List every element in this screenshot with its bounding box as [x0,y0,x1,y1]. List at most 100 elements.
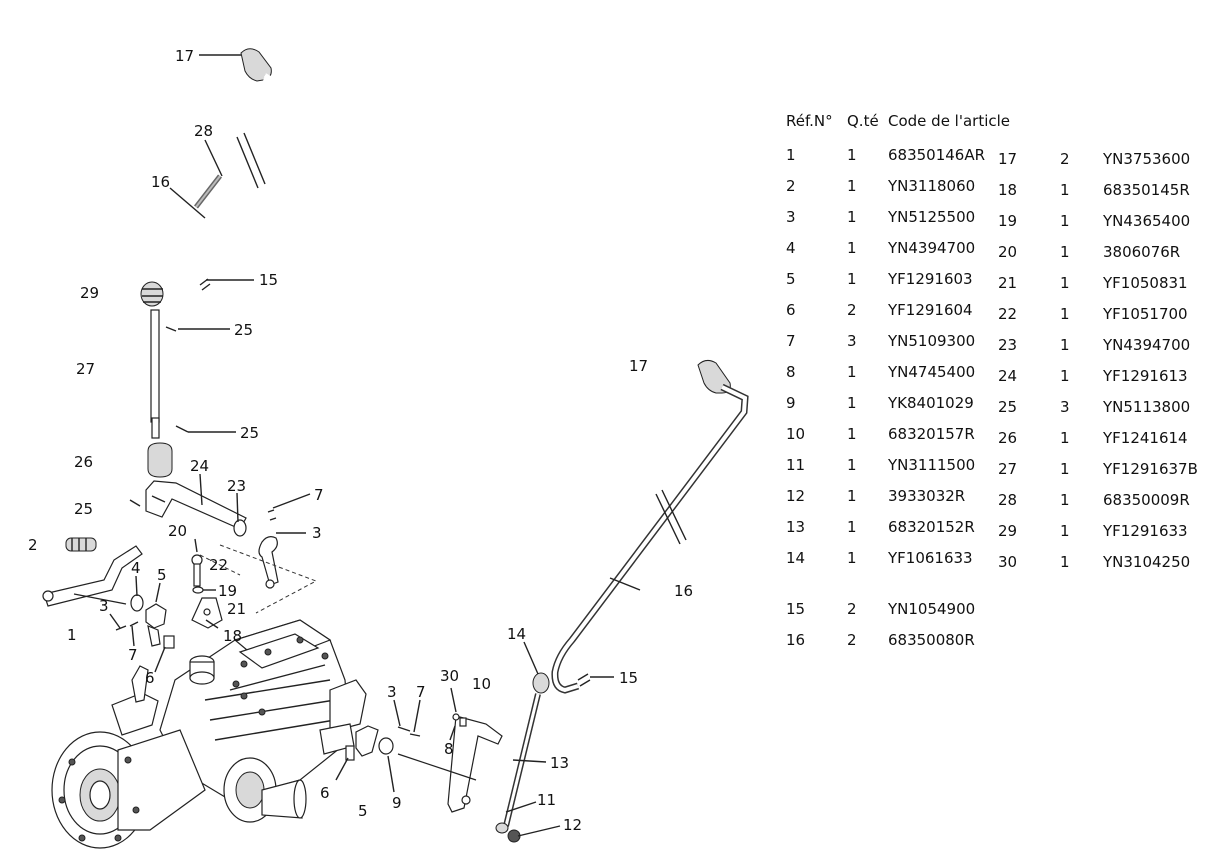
callout-25: 25 [240,424,259,442]
table-cell-ref: 23 [998,336,1018,354]
callout-13: 13 [550,754,569,772]
table-cell-ref: 8 [786,363,796,381]
table-cell-ref: 12 [786,487,806,505]
table-cell-qty: 1 [1060,274,1070,292]
callout-18: 18 [223,627,242,645]
callout-12: 12 [563,816,582,834]
table-cell-code: YF1051700 [1103,305,1188,323]
table-cell-code: YF1291613 [1103,367,1188,385]
table-cell-qty: 1 [847,208,857,226]
callout-7: 7 [314,486,324,504]
table-cell-qty: 1 [847,487,857,505]
callout-7: 7 [128,646,138,664]
table-cell-code: YN1054900 [888,600,976,618]
callout-7: 7 [416,683,426,701]
table-cell-ref: 13 [786,518,806,536]
table-cell-code: 68350080R [888,631,975,649]
callout-16: 16 [151,173,170,191]
table-cell-ref: 2 [786,177,796,195]
table-cell-qty: 3 [847,332,857,350]
callout-6: 6 [320,784,330,802]
callout-5: 5 [358,802,368,820]
lower-shift-lever [551,359,749,694]
table-cell-code: YF1061633 [888,549,973,567]
table-cell-ref: 5 [786,270,796,288]
table-cell-qty: 1 [847,425,857,443]
header-qty: Q.té [847,112,879,130]
table-cell-ref: 29 [998,522,1018,540]
callout-8: 8 [444,740,454,758]
table-cell-code: 68350146AR [888,146,986,164]
table-cell-qty: 2 [847,600,857,618]
table-cell-code: YK8401029 [888,394,974,412]
callout-10: 10 [472,675,491,693]
callout-11: 11 [537,791,556,809]
table-cell-qty: 1 [1060,522,1070,540]
callout-labels: 17 28 16 15 29 25 27 25 26 24 23 7 25 3 … [28,47,693,834]
callout-3: 3 [387,683,397,701]
leader-lines [109,54,641,837]
table-cell-qty: 1 [847,394,857,412]
table-cell-ref: 6 [786,301,796,319]
table-cell-qty: 1 [1060,336,1070,354]
table-cell-code: YN4365400 [1103,212,1191,230]
upper-linkage-parts [129,281,318,614]
gearbox-housing [51,619,367,849]
table-cell-code: YN3118060 [888,177,976,195]
table-cell-ref: 20 [998,243,1018,261]
table-cell-code: YN5125500 [888,208,976,226]
table-cell-ref: 24 [998,367,1018,385]
table-cell-qty: 1 [847,456,857,474]
header-code: Code de l'article [888,112,1011,130]
callout-21: 21 [227,600,246,618]
table-cell-qty: 3 [1060,398,1070,416]
table-cell-ref: 30 [998,553,1018,571]
table-cell-code: YN5113800 [1103,398,1191,416]
table-cell-code: YN5109300 [888,332,976,350]
callout-17: 17 [629,357,648,375]
table-cell-ref: 22 [998,305,1018,323]
table-cell-ref: 18 [998,181,1018,199]
table-cell-code: YF1291633 [1103,522,1188,540]
callout-5: 5 [157,566,167,584]
table-cell-qty: 1 [847,146,857,164]
callout-26: 26 [74,453,93,471]
upper-shift-lever [168,48,298,306]
table-cell-ref: 4 [786,239,796,257]
callout-23: 23 [227,477,246,495]
table-cell-qty: 2 [847,301,857,319]
table-cell-ref: 17 [998,150,1018,168]
table-cell-code: YF1291604 [888,301,973,319]
table-cell-qty: 1 [847,177,857,195]
callout-28: 28 [194,122,213,140]
table-cell-qty: 1 [1060,243,1070,261]
table-cell-code: YN4394700 [1103,336,1191,354]
callout-29: 29 [80,284,99,302]
table-cell-code: 68320157R [888,425,975,443]
callout-3: 3 [312,524,322,542]
table-cell-qty: 1 [847,549,857,567]
table-cell-code: YN3104250 [1103,553,1191,571]
table-cell-qty: 1 [1060,491,1070,509]
callout-3: 3 [99,597,109,615]
callout-2: 2 [28,536,38,554]
table-cell-code: YF1291637B [1103,460,1198,478]
table-cell-ref: 25 [998,398,1018,416]
table-cell-ref: 14 [786,549,806,567]
table-cell-ref: 3 [786,208,796,226]
callout-24: 24 [190,457,209,475]
table-cell-qty: 2 [847,631,857,649]
callout-19: 19 [218,582,237,600]
callout-27: 27 [76,360,95,378]
table-cell-ref: 16 [786,631,806,649]
callout-6: 6 [145,669,155,687]
table-cell-qty: 1 [1060,305,1070,323]
table-cell-qty: 1 [847,270,857,288]
table-cell-code: YN3111500 [888,456,976,474]
table-cell-ref: 28 [998,491,1018,509]
table-cell-qty: 1 [1060,460,1070,478]
callout-15: 15 [619,669,638,687]
table-cell-code: 68350145R [1103,181,1190,199]
